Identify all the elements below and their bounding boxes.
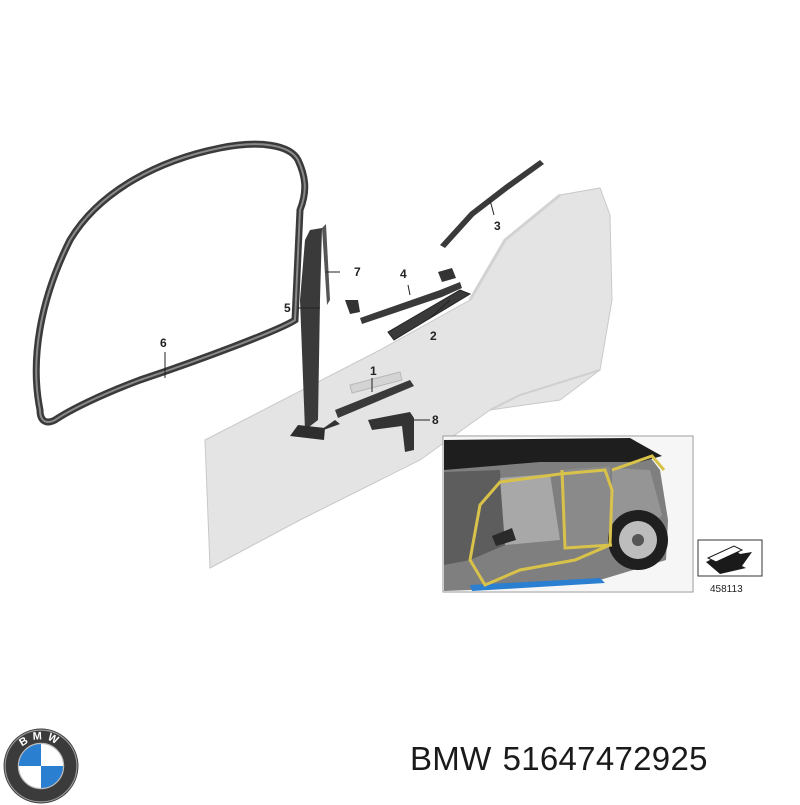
part-caption: BMW 51647472925 — [410, 740, 719, 778]
callout-2: 2 — [430, 329, 437, 343]
callout-4: 4 — [400, 267, 407, 281]
brand-name: BMW — [410, 740, 492, 777]
callout-7: 7 — [354, 265, 361, 279]
door-handle — [349, 371, 403, 394]
belt-seal — [387, 289, 472, 341]
door-seal-loop — [32, 140, 309, 426]
panel-crease — [468, 193, 561, 301]
thin-trim-strip — [322, 224, 330, 305]
window-seal — [360, 282, 462, 324]
mount-bracket — [368, 412, 414, 452]
bmw-logo: BMW — [3, 728, 79, 804]
sill-trim — [335, 380, 414, 418]
callout-5: 5 — [284, 301, 291, 315]
pillar-seal — [300, 228, 322, 430]
reference-icon — [697, 539, 763, 577]
inset-reference-number: 458113 — [710, 584, 743, 595]
callout-8: 8 — [432, 413, 439, 427]
callout-1: 1 — [370, 364, 377, 378]
panel-shadow — [489, 369, 601, 411]
callout-6: 6 — [160, 336, 167, 350]
roof-seal — [440, 160, 544, 248]
callout-3: 3 — [494, 219, 501, 233]
inset-photo — [442, 435, 694, 593]
part-number: 51647472925 — [502, 740, 708, 777]
